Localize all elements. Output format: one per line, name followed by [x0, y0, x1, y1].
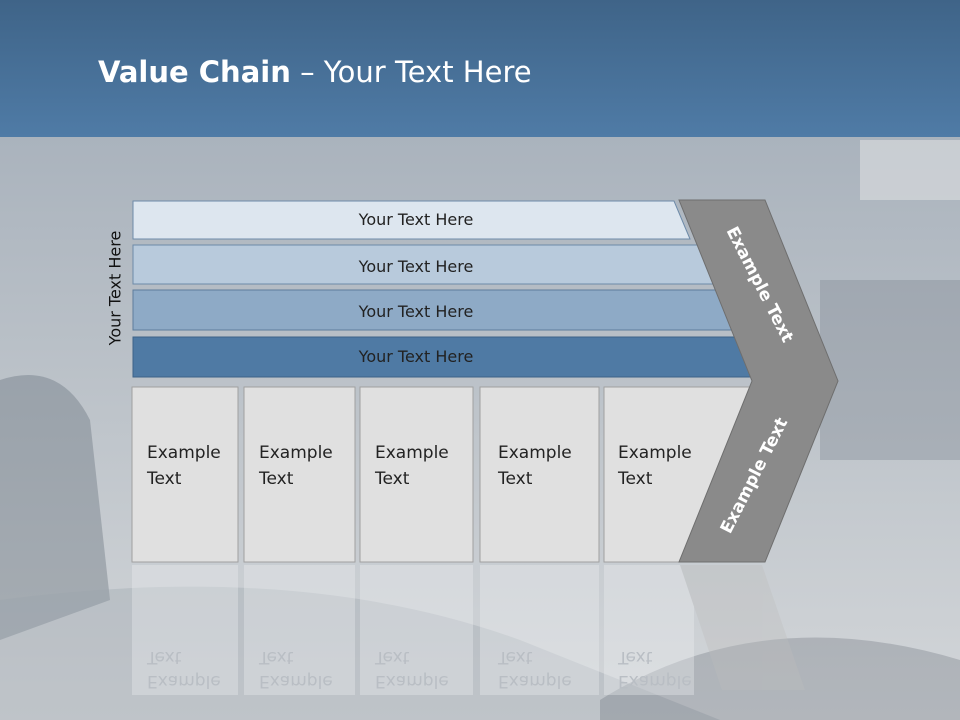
box-2-line2: Text: [258, 469, 294, 489]
svg-text:Example: Example: [147, 671, 221, 691]
box-3-line2: Text: [374, 469, 410, 489]
bar-2-label: Your Text Here: [358, 257, 474, 276]
slide-title: Value Chain – Your Text Here: [98, 55, 532, 89]
box-1: [131, 386, 239, 563]
box-3: [359, 386, 474, 563]
svg-text:Example: Example: [375, 671, 449, 691]
title-rest: – Your Text Here: [290, 55, 532, 89]
svg-text:Text: Text: [258, 647, 294, 667]
reflection-text: Example Text Example Text Example Text E…: [146, 647, 692, 691]
svg-text:Example: Example: [259, 671, 333, 691]
title-bold: Value Chain: [98, 55, 291, 89]
box-4-line1: Example: [498, 443, 572, 463]
reflection: [132, 565, 805, 695]
bar-3-label: Your Text Here: [358, 302, 474, 321]
box-1-line2: Text: [146, 469, 182, 489]
bar-1: [132, 200, 691, 240]
svg-text:Example: Example: [498, 671, 572, 691]
box-2: [243, 386, 356, 563]
svg-text:Text: Text: [374, 647, 410, 667]
header-band: Value Chain – Your Text Here: [0, 0, 960, 137]
svg-text:Text: Text: [146, 647, 182, 667]
svg-text:Text: Text: [617, 647, 653, 667]
box-4-line2: Text: [497, 469, 533, 489]
svg-text:Text: Text: [497, 647, 533, 667]
chevron-arrow: [678, 199, 839, 563]
bar-4-label: Your Text Here: [358, 347, 474, 366]
box-5-line2: Text: [617, 469, 653, 489]
svg-text:Example: Example: [618, 671, 692, 691]
box-4: [479, 386, 600, 563]
box-5-line1: Example: [618, 443, 692, 463]
box-3-line1: Example: [375, 443, 449, 463]
box-1-line1: Example: [147, 443, 221, 463]
box-2-line1: Example: [259, 443, 333, 463]
bar-1-label: Your Text Here: [358, 210, 474, 229]
